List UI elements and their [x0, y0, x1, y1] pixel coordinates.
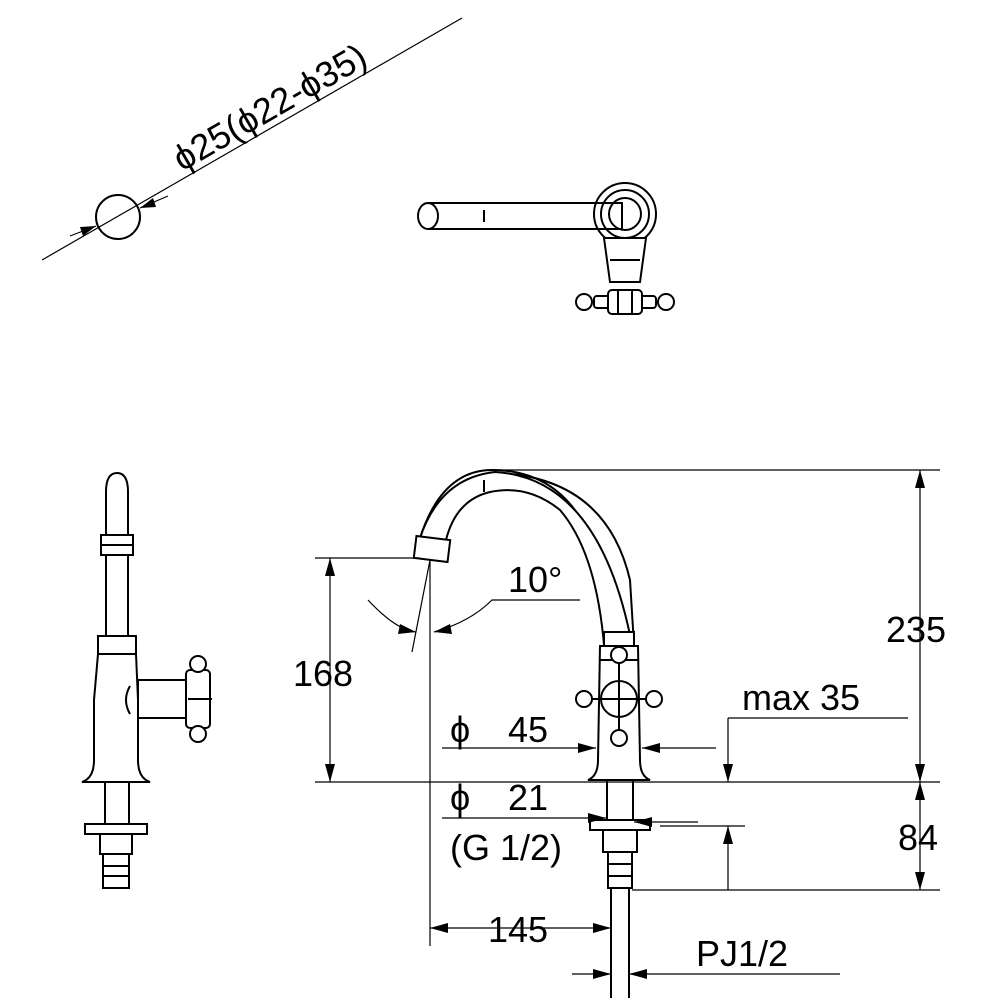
- total-height-label: 235: [886, 609, 946, 650]
- angle-label: 10°: [508, 559, 562, 600]
- max-thickness-label: max 35: [742, 677, 860, 718]
- base-diameter-symbol: ϕ: [450, 709, 470, 750]
- connection-label: PJ1/2: [696, 933, 788, 974]
- shank-diameter-symbol: ϕ: [450, 777, 470, 818]
- base-diameter-label: 45: [508, 709, 548, 750]
- pipe-diameter-detail: ϕ25(ϕ22-ϕ35): [41, 17, 463, 261]
- thread-label: (G 1/2): [450, 827, 562, 868]
- top-view: [417, 182, 675, 315]
- shank-diameter-label: 21: [508, 777, 548, 818]
- pipe-diameter-label: ϕ25(ϕ22-ϕ35): [166, 35, 374, 179]
- spout-reach-label: 145: [488, 909, 548, 950]
- spout-height-label: 168: [293, 653, 353, 694]
- dimension-labels: 10° 168 235 max 35 ϕ 45 ϕ 21 (G 1/2) 84 …: [293, 559, 946, 974]
- shank-length-label: 84: [898, 817, 938, 858]
- dimension-lines: [315, 469, 940, 979]
- front-view: [412, 468, 663, 998]
- side-view: [81, 471, 212, 889]
